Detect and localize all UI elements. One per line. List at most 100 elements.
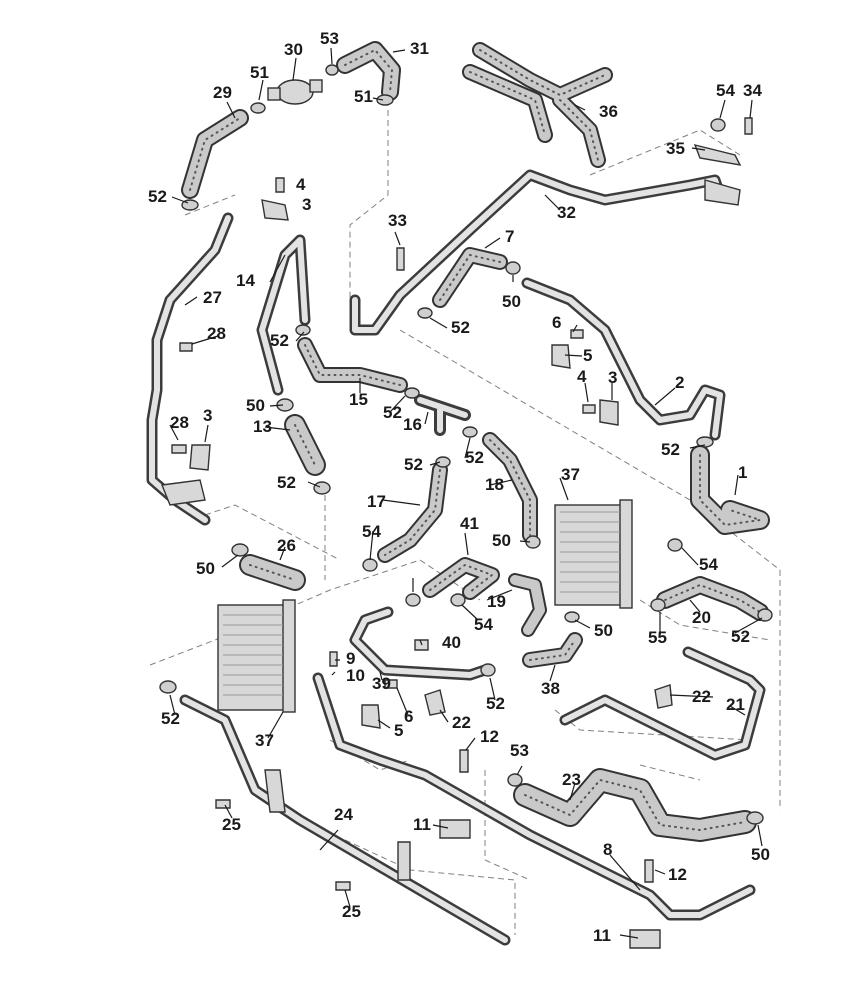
callout-36: 36	[599, 102, 618, 121]
heat-exchanger-37-right	[554, 499, 633, 609]
callout-4: 4	[296, 175, 306, 194]
coolant-pipe-8	[312, 672, 756, 921]
callout-12: 12	[668, 865, 687, 884]
callout-6: 6	[404, 707, 413, 726]
callout-23: 23	[562, 770, 581, 789]
callout-3: 3	[203, 406, 212, 425]
callout-50: 50	[594, 621, 613, 640]
callout-2: 2	[675, 373, 684, 392]
callout-51: 51	[354, 87, 373, 106]
callout-52: 52	[451, 318, 470, 337]
hose-31	[336, 41, 401, 101]
callout-52: 52	[148, 187, 167, 206]
callout-19: 19	[487, 592, 506, 611]
callout-52: 52	[661, 440, 680, 459]
valve-30	[267, 79, 323, 105]
callout-53: 53	[320, 29, 339, 48]
callout-4: 4	[577, 367, 587, 386]
callout-labels: 1 2 3 3 3 4 4 5 5 6 6 7 8 9 10 11 11 12 …	[148, 29, 770, 945]
callout-40: 40	[442, 633, 461, 652]
callout-54: 54	[699, 555, 718, 574]
hose-18	[482, 432, 538, 543]
callout-25: 25	[222, 815, 241, 834]
callout-52: 52	[277, 473, 296, 492]
callout-5: 5	[394, 721, 403, 740]
brackets	[161, 199, 673, 949]
callout-35: 35	[666, 139, 685, 158]
callout-14: 14	[236, 271, 255, 290]
hose-1	[690, 445, 770, 535]
callout-3: 3	[302, 195, 311, 214]
callout-52: 52	[486, 694, 505, 713]
hose-7	[432, 247, 508, 308]
callout-31: 31	[410, 39, 429, 58]
callout-3: 3	[608, 368, 617, 387]
callout-52: 52	[731, 627, 750, 646]
coolant-pipe-2	[521, 277, 726, 441]
coolant-pipe-32	[349, 169, 726, 336]
callout-52: 52	[465, 448, 484, 467]
callout-39: 39	[372, 674, 391, 693]
callout-21: 21	[726, 695, 745, 714]
callout-11: 11	[593, 926, 611, 945]
callout-12: 12	[480, 727, 499, 746]
flange-35	[693, 143, 742, 206]
coolant-pipe-24	[179, 694, 511, 946]
hose-15	[297, 337, 408, 393]
callout-53: 54	[716, 81, 735, 100]
callout-37: 37	[255, 731, 274, 750]
hose-13	[284, 414, 326, 476]
callout-41: 41	[460, 514, 479, 533]
callout-52: 52	[161, 709, 180, 728]
hose-19	[508, 573, 547, 637]
callout-18: 18	[485, 475, 504, 494]
callout-leader-lines	[169, 47, 763, 939]
callout-26: 26	[277, 536, 296, 555]
hose-38	[522, 632, 583, 668]
callout-1: 1	[738, 463, 747, 482]
callout-28: 28	[170, 413, 189, 432]
callout-54: 54	[362, 522, 381, 541]
callout-27: 27	[203, 288, 222, 307]
heat-exchanger-37-left	[217, 599, 296, 713]
callout-6: 6	[552, 313, 561, 332]
coolant-pipe-21	[559, 646, 766, 761]
callout-30: 30	[284, 40, 303, 59]
callout-25: 25	[342, 902, 361, 921]
hose-clamps	[159, 64, 773, 825]
hose-26	[239, 554, 306, 591]
callout-20: 20	[692, 608, 711, 627]
callout-5: 5	[583, 346, 592, 365]
callout-52: 53	[510, 741, 529, 760]
callout-28: 28	[207, 324, 226, 343]
hose-29	[181, 109, 249, 199]
callout-51: 51	[250, 63, 269, 82]
callout-32: 32	[557, 203, 576, 222]
callout-50: 50	[246, 396, 265, 415]
callout-24: 24	[334, 805, 353, 824]
callout-52: 52	[404, 455, 423, 474]
hose-17	[377, 462, 448, 563]
callout-8: 8	[603, 840, 612, 859]
callout-50: 50	[751, 845, 770, 864]
callout-33: 33	[388, 211, 407, 230]
callout-16: 16	[403, 415, 422, 434]
callout-50: 50	[502, 292, 521, 311]
hose-36	[462, 42, 613, 168]
callout-10: 10	[346, 666, 365, 685]
callout-38: 38	[541, 679, 560, 698]
callout-54: 54	[474, 615, 493, 634]
t-piece-16	[414, 394, 471, 436]
coolant-pipe-39	[349, 606, 491, 681]
hose-41	[422, 557, 500, 600]
callout-13: 13	[253, 417, 272, 436]
callout-7: 7	[505, 227, 514, 246]
callout-52: 52	[270, 331, 289, 350]
hose-20	[656, 576, 769, 621]
callout-34: 34	[743, 81, 762, 100]
callout-17: 17	[367, 492, 386, 511]
callout-50: 50	[492, 531, 511, 550]
callout-54: 55	[648, 628, 667, 647]
